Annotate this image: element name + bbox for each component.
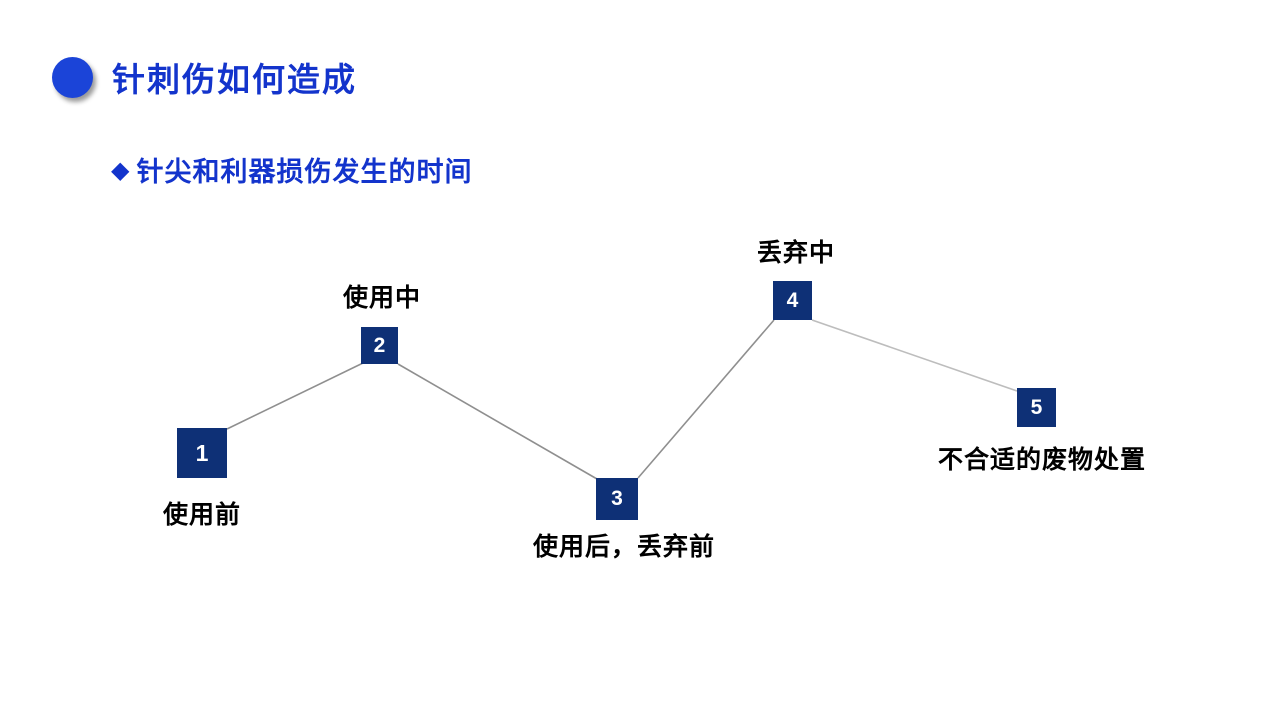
diamond-bullet-icon: ◆ xyxy=(111,155,130,184)
step-node-5: 5 xyxy=(1017,388,1056,427)
step-number: 1 xyxy=(195,439,209,466)
subtitle-row: ◆ 针尖和利器损伤发生的时间 xyxy=(111,150,472,189)
step-node-1: 1 xyxy=(177,428,227,478)
step-node-2: 2 xyxy=(361,327,398,364)
step-number: 3 xyxy=(611,487,623,510)
step-label-improper-waste-disposal: 不合适的废物处置 xyxy=(938,447,1147,474)
step-number: 4 xyxy=(786,288,799,312)
page-title: 针刺伤如何造成 xyxy=(112,63,357,99)
connector-line-3-4 xyxy=(637,319,775,479)
step-label-before-use: 使用前 xyxy=(163,502,242,529)
connector-line-1-2 xyxy=(226,362,364,430)
connector-line-4-5 xyxy=(811,319,1018,392)
step-node-3: 3 xyxy=(596,478,638,520)
step-number: 5 xyxy=(1030,395,1043,419)
connector-line-2-3 xyxy=(397,363,598,480)
step-label-during-discard: 丢弃中 xyxy=(757,240,836,267)
step-node-4: 4 xyxy=(773,281,812,320)
title-bullet-circle-icon xyxy=(52,57,93,98)
step-label-during-use: 使用中 xyxy=(343,285,422,312)
step-number: 2 xyxy=(373,333,386,357)
step-label-after-use-before-discard: 使用后，丢弃前 xyxy=(533,534,716,561)
subtitle-text: 针尖和利器损伤发生的时间 xyxy=(136,157,473,187)
